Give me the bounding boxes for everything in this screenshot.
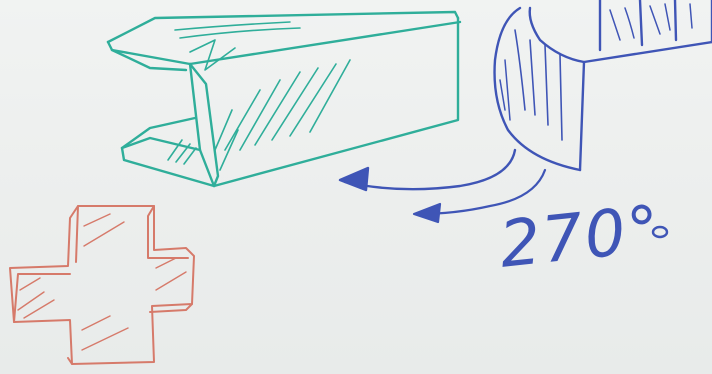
rotation-arrow-upper	[340, 150, 515, 190]
i-beam-sketch	[108, 12, 460, 186]
bent-profile-sketch	[495, 0, 712, 170]
cross-sketch	[10, 206, 194, 364]
